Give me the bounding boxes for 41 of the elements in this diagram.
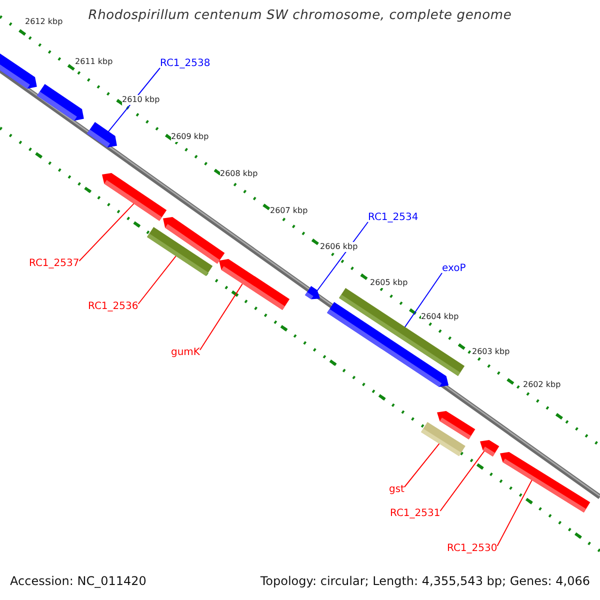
position-label: 2611 kbp xyxy=(75,57,113,67)
gene-label: RC1_2537 xyxy=(29,258,80,270)
position-label: 2603 kbp xyxy=(472,347,510,357)
leader-line xyxy=(496,479,533,546)
position-label: 2609 kbp xyxy=(171,132,209,142)
gene-label: exoP xyxy=(442,263,466,275)
leader-line xyxy=(440,450,486,512)
genome-info: Topology: circular; Length: 4,355,543 bp; Genes: 4,066 xyxy=(260,574,590,588)
leader-line xyxy=(404,272,442,328)
position-label: 2605 kbp xyxy=(370,278,408,288)
leader-line xyxy=(404,442,440,488)
gene-label: RC1_2538 xyxy=(160,58,210,70)
gene-block xyxy=(219,259,290,310)
gene-label: gst xyxy=(389,484,404,496)
gene-block xyxy=(87,122,117,148)
gene-block xyxy=(37,84,84,121)
gene-label: RC1_2536 xyxy=(88,301,138,313)
position-label: 2610 kbp xyxy=(122,95,160,105)
gene-block xyxy=(102,172,167,220)
gene-block xyxy=(0,52,37,89)
gene-block xyxy=(304,286,320,300)
leader-line xyxy=(138,256,176,304)
gene-label: RC1_2534 xyxy=(368,212,418,224)
gene-label: gumK xyxy=(171,347,200,359)
gene-label: RC1_2531 xyxy=(390,508,440,520)
leader-line xyxy=(199,283,243,350)
position-label: 2604 kbp xyxy=(421,312,459,322)
gene-block xyxy=(480,440,500,456)
leader-line xyxy=(316,222,368,292)
gene-band xyxy=(420,422,466,456)
gene-band xyxy=(146,226,212,276)
gene-block xyxy=(500,452,590,512)
position-label: 2602 kbp xyxy=(523,380,561,390)
gene-label: RC1_2530 xyxy=(447,543,498,555)
genome-info: Accession: NC_011420 xyxy=(10,574,146,588)
diagram-title: Rhodospirillum centenum SW chromosome, complete genome xyxy=(88,8,512,23)
position-label: 2612 kbp xyxy=(25,17,63,27)
leader-line xyxy=(78,202,135,262)
position-label: 2606 kbp xyxy=(320,242,358,252)
position-label: 2608 kbp xyxy=(220,169,258,179)
position-label: 2607 kbp xyxy=(270,206,308,216)
